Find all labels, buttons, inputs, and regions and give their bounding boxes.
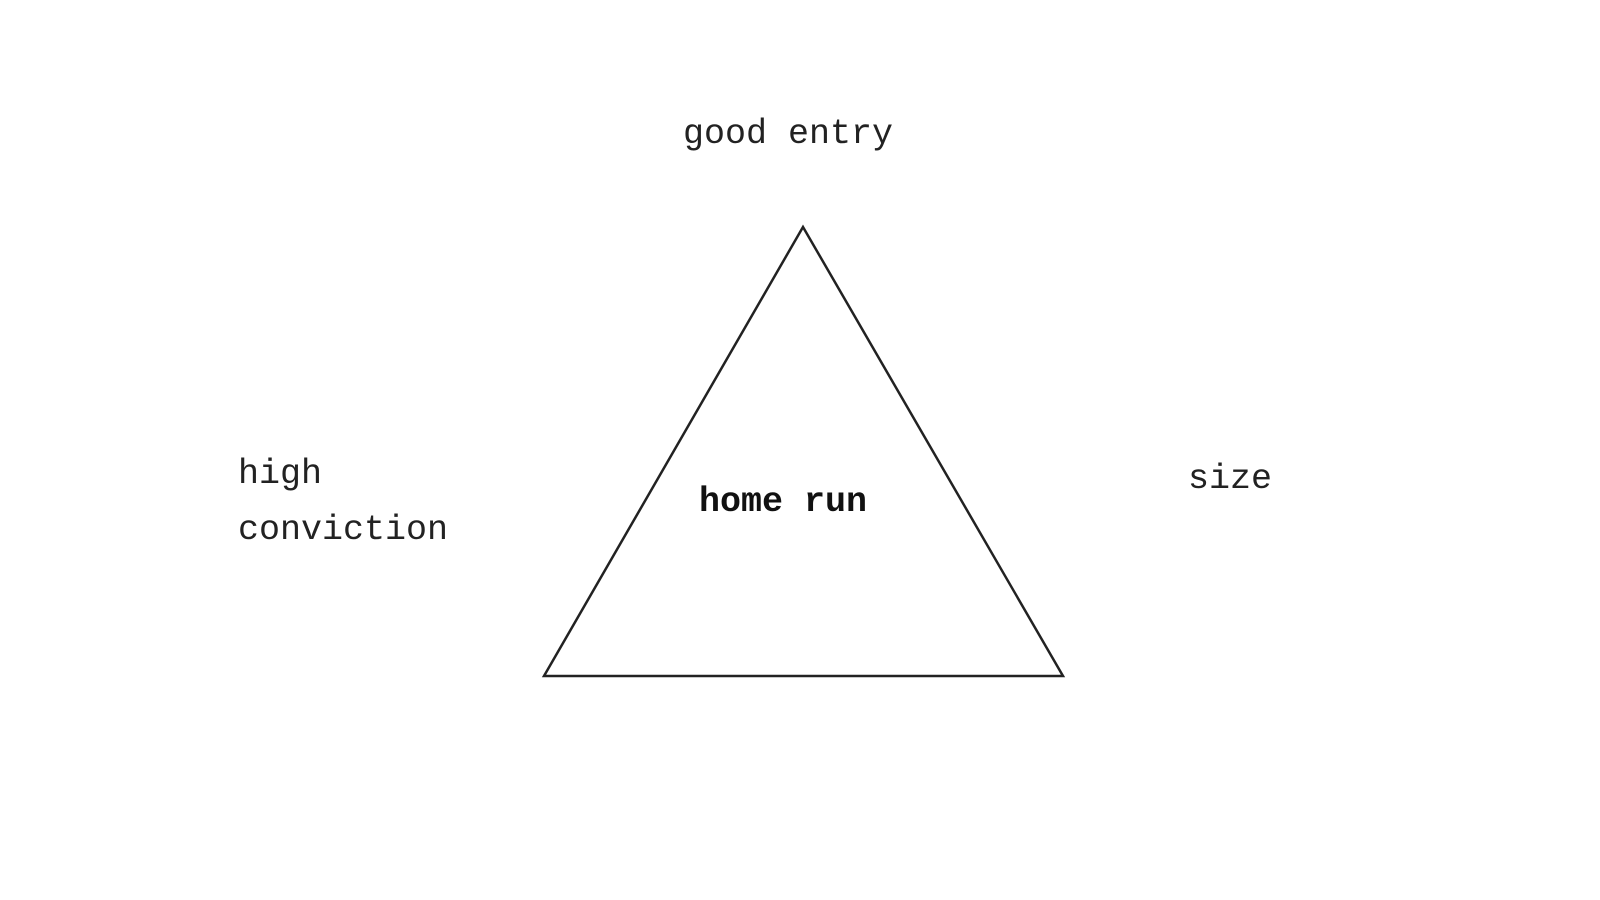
top-vertex-label: good entry bbox=[683, 114, 894, 154]
right-vertex-label: size bbox=[1188, 459, 1273, 499]
left-vertex-label: high conviction bbox=[238, 446, 448, 558]
center-label: home run bbox=[699, 482, 868, 522]
triangle-shape bbox=[541, 224, 1066, 678]
left-label-line-1: high bbox=[238, 454, 323, 494]
left-label-line-2: conviction bbox=[238, 510, 449, 550]
